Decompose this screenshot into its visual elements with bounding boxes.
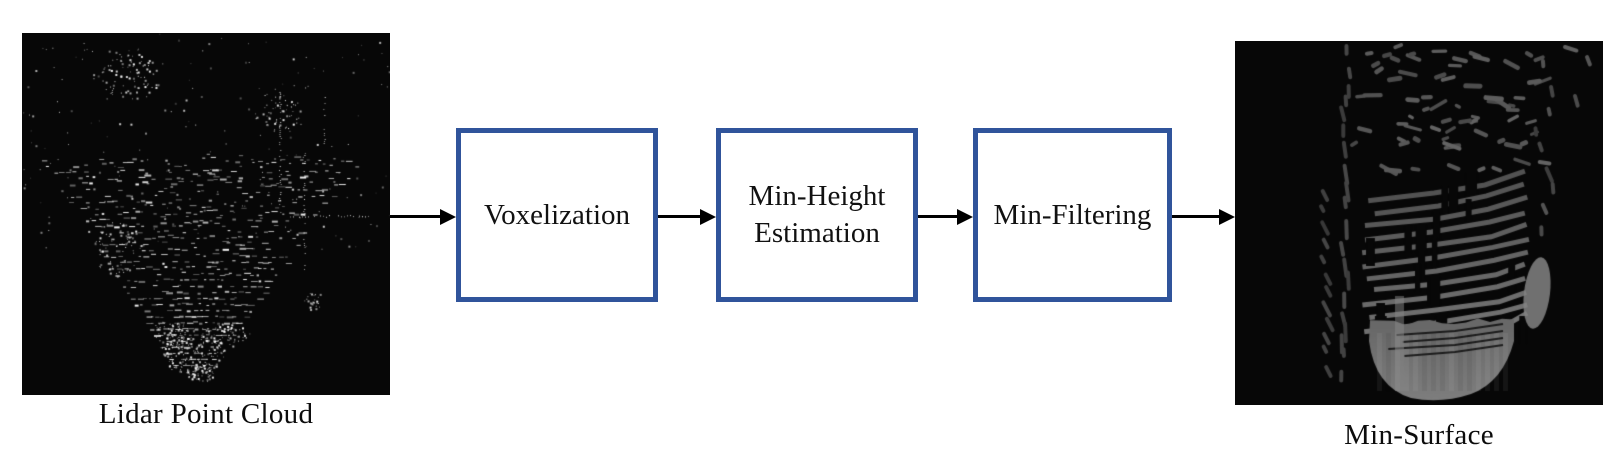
lidar-point-cloud-caption: Lidar Point Cloud	[98, 398, 314, 430]
process-box-min-filtering: Min-Filtering	[973, 128, 1172, 302]
process-box-min-height-estimation: Min-Height Estimation	[716, 128, 918, 302]
process-box-label: Min-Filtering	[993, 198, 1152, 231]
arrowhead-icon	[700, 208, 716, 225]
arrow-minfiltering-to-output	[1172, 208, 1235, 225]
arrowhead-icon	[957, 208, 973, 225]
lidar-point-cloud-image	[22, 33, 390, 395]
arrowhead-icon	[440, 208, 456, 225]
process-box-voxelization: Voxelization	[456, 128, 658, 302]
arrow-input-to-voxelization	[390, 208, 456, 225]
arrowhead-icon	[1219, 208, 1235, 225]
arrow-voxelization-to-minheight	[658, 208, 716, 225]
min-surface-caption: Min-Surface	[1344, 419, 1494, 451]
lidar-point-cloud-canvas	[22, 33, 390, 395]
process-box-label-line2: Estimation	[754, 217, 880, 249]
min-surface-canvas	[1235, 41, 1603, 405]
min-surface-image	[1235, 41, 1603, 405]
process-box-label-line1: Min-Height	[748, 180, 886, 212]
arrow-minheight-to-minfiltering	[918, 208, 973, 225]
process-box-label: Voxelization	[483, 198, 631, 231]
